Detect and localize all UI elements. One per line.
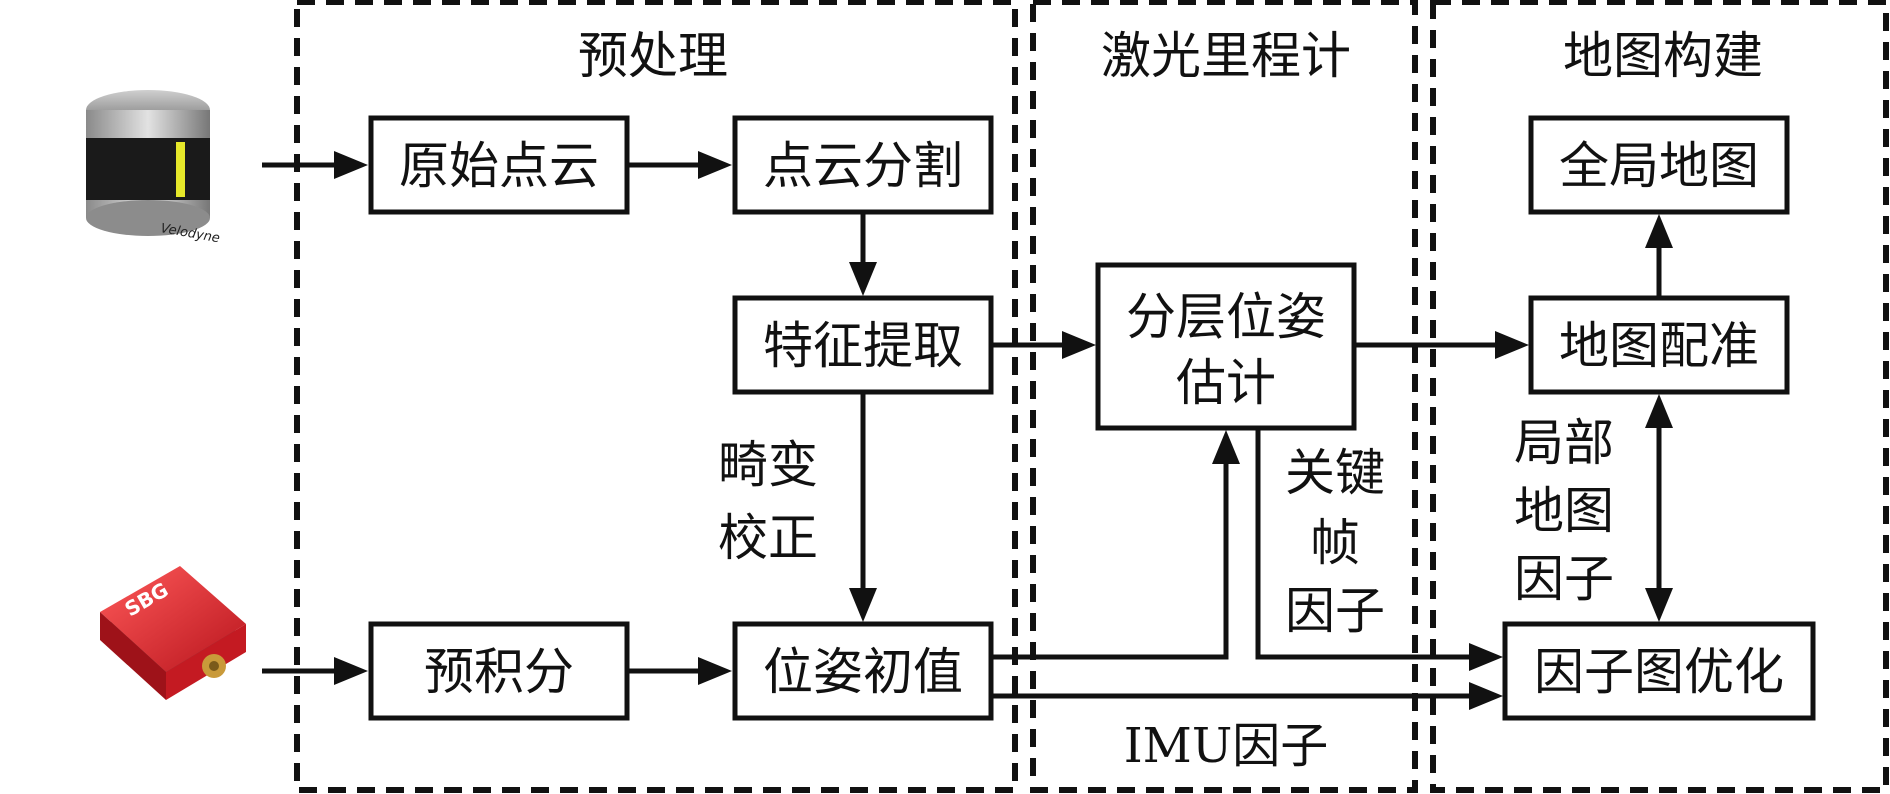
- node-map-reg-label: 地图配准: [1559, 317, 1759, 375]
- region-title-odometry: 激光里程计: [1101, 27, 1351, 85]
- arrowhead-map-reg: [1495, 331, 1529, 359]
- label-localmap-2: 地图: [1514, 482, 1614, 540]
- arrowhead-raw: [334, 151, 368, 179]
- imu-sensor-icon: SBG: [100, 566, 246, 700]
- label-localmap-3: 因子: [1514, 550, 1614, 608]
- node-hier-pose-label-2: 估计: [1176, 354, 1276, 412]
- arrowheads: [334, 151, 1673, 710]
- edge-lines: [262, 162, 1662, 699]
- node-factor-opt-label: 因子图优化: [1534, 643, 1784, 701]
- region-title-preprocess: 预处理: [578, 27, 728, 85]
- node-cloud-seg-label: 点云分割: [763, 137, 963, 195]
- region-odometry-frame: [1030, 0, 1418, 793]
- arrowhead-local-up: [1645, 394, 1673, 428]
- node-factor-opt: 因子图优化: [1502, 621, 1816, 721]
- label-keyframe-1: 关键: [1285, 444, 1385, 502]
- edge-keyframe-factor: [1255, 428, 1474, 660]
- arrowhead-local-down: [1645, 588, 1673, 622]
- arrowhead-hier-left: [1062, 331, 1096, 359]
- arrowhead-imu-factor: [1469, 682, 1503, 710]
- label-localmap-1: 局部: [1514, 414, 1614, 472]
- region-title-mapping: 地图构建: [1563, 27, 1763, 85]
- node-global-map: 全局地图: [1528, 115, 1790, 215]
- arrowhead-preinteg: [334, 657, 368, 685]
- node-pose-init: 位姿初值: [732, 621, 994, 721]
- label-keyframe-2: 帧: [1310, 514, 1360, 572]
- node-global-map-label: 全局地图: [1559, 137, 1759, 195]
- label-distortion-1: 畸变: [718, 436, 818, 494]
- arrowhead-seg: [698, 151, 732, 179]
- lidar-sensor-icon: Velodyne: [86, 90, 221, 246]
- node-feature-ext: 特征提取: [732, 295, 994, 395]
- node-pre-integ-label: 预积分: [424, 643, 574, 701]
- arrowhead-hier-bottom: [1212, 430, 1240, 464]
- node-cloud-seg: 点云分割: [732, 115, 994, 215]
- arrowhead-pose-init-left: [698, 657, 732, 685]
- node-hier-pose-label-1: 分层位姿: [1126, 288, 1326, 346]
- arrowhead-keyframe: [1469, 643, 1503, 671]
- node-pre-integ: 预积分: [368, 621, 630, 721]
- node-hier-pose: 分层位姿 估计: [1095, 262, 1357, 431]
- arrowhead-pose-init: [849, 588, 877, 622]
- node-feature-ext-label: 特征提取: [763, 317, 963, 375]
- arrowhead-global-map: [1645, 214, 1673, 248]
- region-mapping-frame: [1430, 0, 1889, 793]
- label-distortion-2: 校正: [718, 509, 818, 567]
- edge-pose-init-to-hier: [991, 460, 1229, 660]
- node-raw-cloud-label: 原始点云: [399, 137, 599, 195]
- label-keyframe-3: 因子: [1285, 582, 1385, 640]
- arrowhead-feature: [849, 262, 877, 296]
- node-map-reg: 地图配准: [1528, 295, 1790, 395]
- label-imu-factor: IMU因子: [1124, 718, 1329, 774]
- node-pose-init-label: 位姿初值: [763, 643, 963, 701]
- region-preprocess-frame: [294, 0, 1018, 793]
- node-raw-cloud: 原始点云: [368, 115, 630, 215]
